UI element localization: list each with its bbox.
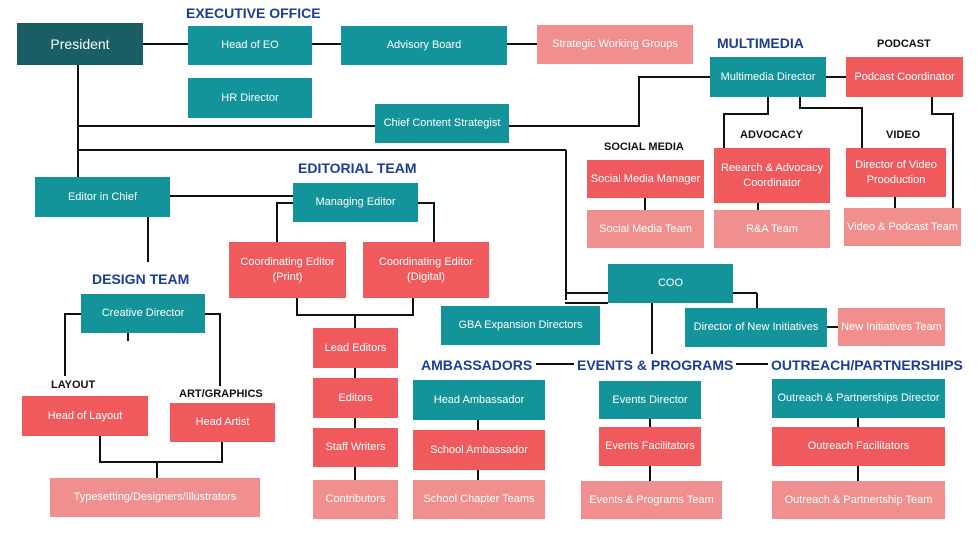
role-hr-director: HR Director [188,78,312,118]
heading-art-graphics: ART/GRAPHICS [179,388,263,400]
heading-editorial-team: EDITORIAL TEAM [295,160,420,176]
role-head-ambassador: Head Ambassador [413,380,545,420]
role-managing-editor: Managing Editor [293,183,418,222]
role-gba-expansion-directors: GBA Expansion Directors [441,306,600,345]
role-video-podcast-team: Video & Podcast Team [844,208,961,246]
heading-multimedia: MULTIMEDIA [714,35,807,51]
role-events-director: Events Director [599,381,701,419]
heading-social-media: SOCIAL MEDIA [604,141,684,153]
heading-design-team: DESIGN TEAM [89,271,193,287]
role-outreach-facilitators: Outreach Facilitators [772,427,945,466]
role-school-chapter-teams: School Chapter Teams [413,480,545,519]
heading-video: VIDEO [886,129,921,141]
heading-advocacy: ADVOCACY [740,129,803,141]
role-president: President [17,23,143,65]
role-editors: Editors [313,378,398,418]
heading-outreach-partnerships: OUTREACH/PARTNERSHIPS [768,357,966,373]
role-staff-writers: Staff Writers [313,428,398,467]
role-chief-content-strategist: Chief Content Strategist [375,104,509,143]
role-coordinating-editor-digital: Coordinating Editor (Digital) [363,242,489,298]
role-social-media-team: Social Media Team [587,210,704,248]
role-lead-editors: Lead Editors [313,328,398,368]
role-contributors: Contributors [313,480,398,519]
role-events-facilitators: Events Facilitators [599,427,701,466]
role-school-ambassador: School Ambassador [413,430,545,470]
role-social-media-manager: Social Media Manager [587,160,704,198]
heading-podcast: PODCAST [877,38,931,50]
role-coordinating-editor-print: Coordinating Editor (Print) [229,242,346,298]
role-advisory-board: Advisory Board [341,26,507,65]
role-director-of-new-initiatives: Director of New Initiatives [685,308,827,347]
role-coo: COO [608,264,733,303]
role-editor-in-chief: Editor in Chief [35,177,170,217]
role-ra-team: R&A Team [714,210,830,248]
role-typesetting-designers-illustrators: Typesetting/Designers/Illustrators [50,478,260,517]
role-head-artist: Head Artist [170,403,275,442]
role-head-of-eo: Head of EO [188,26,312,65]
role-strategic-working-groups: Strategic Working Groups [537,25,693,64]
role-head-of-layout: Head of Layout [22,396,148,436]
role-multimedia-director: Multimedia Director [710,57,826,97]
role-research-advocacy-coordinator: Reearch & Advocacy Coordinator [714,148,830,203]
heading-events-programs: EVENTS & PROGRAMS [574,357,737,373]
heading-executive-office: EXECUTIVE OFFICE [183,5,324,21]
heading-ambassadors: AMBASSADORS [418,357,536,373]
role-podcast-coordinator: Podcast Coordinator [846,57,963,97]
role-creative-director: Creative Director [81,294,205,333]
role-outreach-partnership-team: Outreach & Partnertship Team [772,481,945,519]
role-new-initiatives-team: New Initiatives Team [838,308,945,346]
role-director-of-video-production: Director of Video Prooduction [846,148,946,197]
role-events-programs-team: Events & Programs Team [581,481,722,519]
role-outreach-partnerships-director: Outreach & Partnerships Director [772,379,945,418]
heading-layout: LAYOUT [51,379,96,391]
